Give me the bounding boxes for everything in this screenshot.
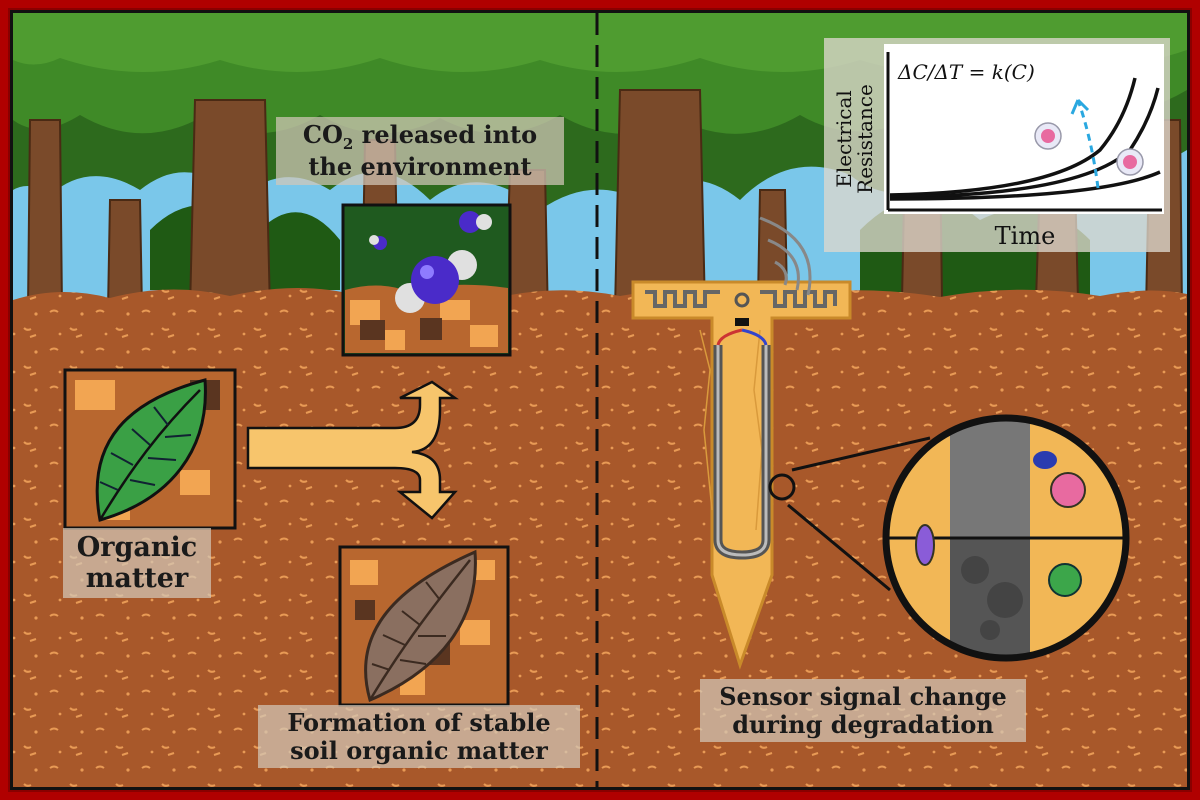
formation-label-line1: Formation of stable xyxy=(287,708,551,737)
formation-label: Formation of stable soil organic matter xyxy=(258,705,580,769)
microbe-icon xyxy=(915,451,1086,597)
co2-rest-text: released into xyxy=(353,120,538,149)
branch-arrow xyxy=(246,380,459,520)
sensor-label-line1: Sensor signal change xyxy=(719,682,1007,711)
green-leaf-icon xyxy=(95,378,207,522)
sensor-label-line2: during degradation xyxy=(732,709,994,739)
organic-label-line1: Organic xyxy=(76,532,198,563)
graph-y-label-line1: Electrical xyxy=(832,90,856,188)
organic-matter-label: Organic matter xyxy=(63,528,211,599)
soil xyxy=(13,288,1187,787)
graph-y-axis-label: Electrical Resistance xyxy=(832,84,877,194)
organic-label-line2: matter xyxy=(85,563,189,595)
co2-molecule-icon xyxy=(369,211,492,313)
co2-subscript: 2 xyxy=(342,134,354,153)
sensor-signal-label: Sensor signal change during degradation xyxy=(700,679,1026,743)
magnifier xyxy=(768,414,1130,662)
co2-label-line2: the environment xyxy=(308,152,532,182)
co2-box xyxy=(341,203,512,357)
co2-label-line1: CO2 released into xyxy=(278,121,562,153)
stable-som-box xyxy=(338,545,510,707)
co2-released-label: CO2 released into the environment xyxy=(276,117,564,185)
brown-leaf-icon xyxy=(364,549,477,703)
organic-matter-box xyxy=(63,368,237,530)
graph-overlay xyxy=(886,52,1162,212)
co2-text: CO xyxy=(302,120,343,149)
graph-equation: ΔC/ΔT = k(C) xyxy=(898,60,1035,84)
formation-label-line2: soil organic matter xyxy=(290,735,548,765)
graph-x-axis-label: Time xyxy=(994,222,1056,250)
graph-y-label-line2: Resistance xyxy=(853,84,877,194)
wireless-signal-icon xyxy=(759,216,812,296)
microbe-badge-icon xyxy=(1034,122,1144,176)
antenna-trace xyxy=(645,290,837,308)
sensor-stake xyxy=(631,216,852,670)
